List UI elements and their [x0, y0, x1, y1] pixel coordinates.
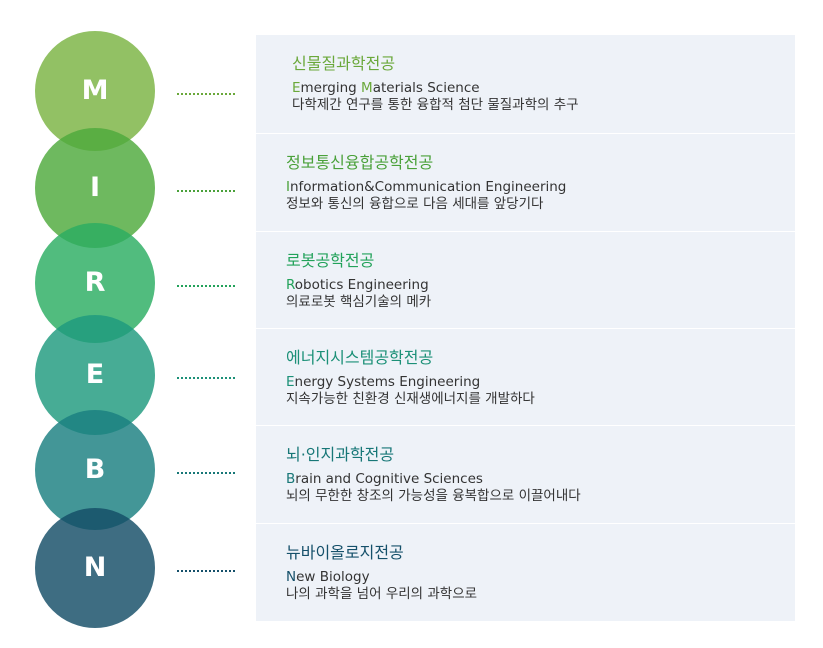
circle-letter: B	[84, 454, 106, 485]
english-initial: N	[286, 569, 297, 585]
english-initial: E	[286, 374, 295, 390]
english-initial: I	[286, 179, 290, 195]
english-initial: E	[292, 80, 301, 96]
english-text: merging	[300, 80, 362, 96]
major-title: 뉴바이올로지전공	[286, 543, 404, 562]
circle-i	[35, 128, 155, 248]
dotted-connector	[177, 570, 235, 572]
major-title: 로봇공학전공	[286, 251, 375, 270]
english-text: rain and Cognitive Sciences	[295, 471, 483, 487]
major-title: 에너지시스템공학전공	[286, 348, 434, 367]
major-english-name: Brain and Cognitive Sciences	[286, 471, 483, 488]
circle-letter: R	[84, 267, 106, 298]
major-description: 다학제간 연구를 통한 융합적 첨단 물질과학의 추구	[292, 97, 579, 113]
circle-m	[35, 31, 155, 151]
english-text: obotics Engineering	[294, 277, 429, 293]
circle-r	[35, 223, 155, 343]
major-title: 뇌·인지과학전공	[286, 445, 395, 464]
circle-letter: M	[81, 75, 109, 106]
circle-b	[35, 410, 155, 530]
english-text: ew Biology	[296, 569, 370, 585]
english-initial: B	[286, 471, 296, 487]
circle-letter: E	[85, 359, 105, 390]
major-row: 정보통신융합공학전공 Information&Communication Engi…	[256, 133, 795, 232]
circle-letter: I	[89, 172, 101, 203]
major-description: 나의 과학을 넘어 우리의 과학으로	[286, 586, 478, 602]
dotted-connector	[177, 93, 235, 95]
major-description: 뇌의 무한한 창조의 가능성을 융복합으로 이끌어내다	[286, 488, 581, 504]
major-english-name: Information&Communication Engineering	[286, 179, 566, 196]
circle-n	[35, 508, 155, 628]
major-title: 정보통신융합공학전공	[286, 153, 434, 172]
dotted-connector	[177, 190, 235, 192]
dotted-connector	[177, 472, 235, 474]
major-english-name: Emerging Materials Science	[292, 80, 480, 97]
major-title: 신물질과학전공	[292, 54, 396, 73]
english-text: nergy Systems Engineering	[294, 374, 481, 390]
english-text: nformation&Communication Engineering	[289, 179, 567, 195]
dotted-connector	[177, 377, 235, 379]
major-description: 정보와 통신의 융합으로 다음 세대를 앞당기다	[286, 196, 544, 212]
major-english-name: New Biology	[286, 569, 370, 586]
dotted-connector	[177, 285, 235, 287]
major-circles	[35, 31, 155, 628]
circle-e	[35, 315, 155, 435]
major-english-name: Energy Systems Engineering	[286, 374, 480, 391]
english-text: aterials Science	[372, 80, 480, 96]
major-description: 의료로봇 핵심기술의 메카	[286, 294, 432, 310]
major-description: 지속가능한 친환경 신재생에너지를 개발하다	[286, 391, 535, 407]
circle-letter: N	[83, 552, 107, 583]
major-english-name: Robotics Engineering	[286, 277, 429, 294]
english-initial: M	[361, 80, 373, 96]
english-initial: R	[286, 277, 295, 293]
